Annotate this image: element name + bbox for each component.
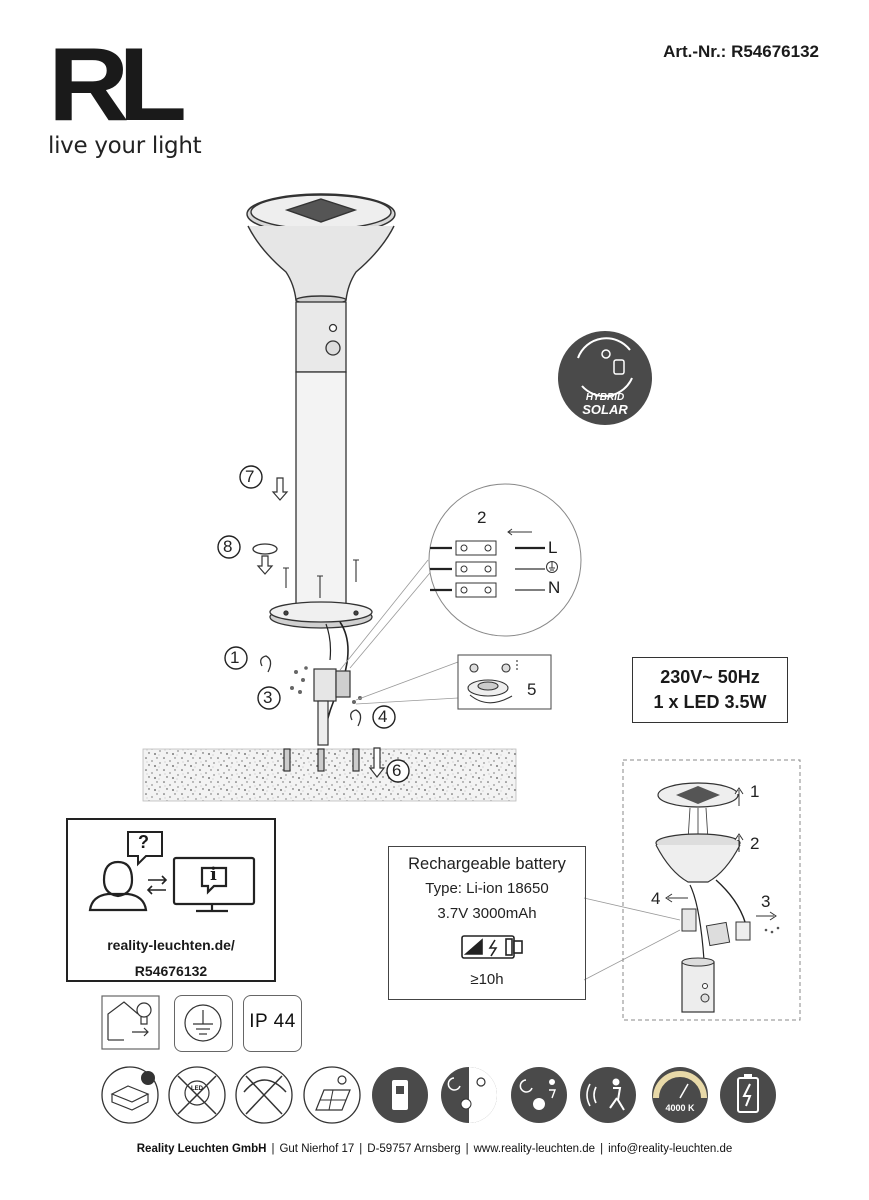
brand-tagline: live your light (48, 133, 202, 159)
footer-company: Reality Leuchten GmbH (136, 1143, 267, 1155)
battery-info-box: Rechargeable battery Type: Li-ion 18650 … (388, 846, 586, 1000)
step-3-label: 3 (263, 688, 273, 707)
battery-charge-icon (720, 1067, 776, 1123)
not-dimmable-icon (235, 1066, 293, 1124)
motion-sensor-light-icon (511, 1067, 567, 1123)
battery-capacity: 3.7V 3000mAh (437, 905, 537, 922)
question-mark: ? (138, 832, 149, 852)
monitor-icon (172, 856, 256, 913)
disassembly-step-3: 3 (761, 892, 771, 911)
battery-icon (461, 935, 523, 959)
step-8-label: 8 (223, 537, 233, 556)
solar-label: SOLAR (582, 402, 628, 417)
step-5-label: 5 (527, 680, 537, 699)
callout-lines (339, 554, 459, 705)
cct-label: 4000 K (665, 1103, 695, 1113)
wiring-detail (428, 483, 582, 637)
ground-anchors (283, 748, 360, 772)
step-1-label: 1 (230, 648, 240, 667)
rotation-arrows (252, 543, 362, 727)
neutral-wire-label: N (548, 578, 561, 597)
indoor-outdoor-icon (101, 995, 160, 1050)
feature-icons (101, 1066, 776, 1124)
disassembly-step-2: 2 (750, 834, 760, 853)
step-7-label: 7 (245, 467, 255, 486)
footer-street: Gut Nierhof 17 (279, 1143, 355, 1155)
battery-type: Type: Li-ion 18650 (425, 880, 549, 897)
disassembly-step-1: 1 (750, 782, 760, 801)
battery-title: Rechargeable battery (408, 855, 566, 873)
solar-panel (284, 198, 358, 223)
base-plate (269, 601, 373, 629)
power-spec: 230V~ 50Hz (660, 667, 760, 687)
protection-class-icon (184, 1004, 222, 1042)
brand-logo: RL (48, 27, 187, 143)
color-temperature-icon (652, 1067, 708, 1123)
battery-callout-lines (583, 897, 681, 981)
lamp-head (246, 193, 396, 305)
battery-runtime: ≥10h (470, 971, 504, 988)
electrical-specs: 230V~ 50Hz 1 x LED 3.5W (632, 657, 788, 723)
led-spec: 1 x LED 3.5W (653, 692, 767, 712)
sensor-band (295, 301, 347, 373)
hybrid-solar-badge (481, 331, 652, 425)
person-icon (88, 860, 148, 912)
footer-city: D-59757 Arnsberg (367, 1143, 461, 1155)
footer-email-link[interactable]: info@reality-leuchten.de (608, 1143, 733, 1155)
motion-detector-icon (580, 1067, 636, 1123)
question-bubble-icon (127, 831, 163, 867)
disassembly-step-4: 4 (651, 889, 661, 908)
step-6-label: 6 (392, 761, 402, 780)
ip-rating: IP 44 (249, 1011, 296, 1032)
info-symbol: i (210, 864, 217, 885)
mounting-bracket (317, 700, 329, 746)
step-2-label: 2 (477, 508, 487, 527)
dusk-to-dawn-sensor-icon (441, 1067, 497, 1123)
article-number-label: Art.-Nr.: (663, 42, 727, 61)
hybrid-label: HYBRID (585, 392, 625, 403)
solar-panel-icon (303, 1066, 361, 1124)
hybrid-solar-label: HYBRID SOLAR (558, 392, 652, 416)
mounting-screws (283, 559, 359, 598)
disassembly-diagram (622, 759, 801, 1021)
led-small-label: LED (191, 1086, 203, 1092)
step-4-label: 4 (378, 707, 388, 726)
protection-class-box (174, 995, 233, 1052)
footer-web-link[interactable]: www.reality-leuchten.de (473, 1143, 596, 1155)
exchange-arrows-icon (146, 875, 168, 895)
info-url-line1: reality-leuchten.de/ (107, 937, 235, 953)
non-replaceable-led-icon (168, 1066, 226, 1124)
screw-detail (457, 654, 552, 710)
info-url[interactable]: reality-leuchten.de/ R54676132 (68, 932, 274, 984)
replaceable-light-source-icon (101, 1066, 159, 1124)
online-info-box: reality-leuchten.de/ R54676132 (66, 818, 276, 982)
direction-arrows (256, 477, 386, 778)
lamp-pole (295, 371, 347, 611)
junction-box (313, 668, 351, 702)
footer-address: Reality Leuchten GmbH|Gut Nierhof 17|D-5… (136, 1143, 733, 1155)
ip-rating-box: IP 44 (243, 995, 302, 1052)
info-url-line2: R54676132 (134, 963, 208, 979)
article-number: Art.-Nr.: R54676132 (663, 42, 819, 62)
switch-icon (372, 1067, 428, 1123)
live-wire-label: L (548, 538, 558, 557)
concrete-ground (142, 748, 517, 802)
article-number-value: R54676132 (731, 42, 819, 61)
